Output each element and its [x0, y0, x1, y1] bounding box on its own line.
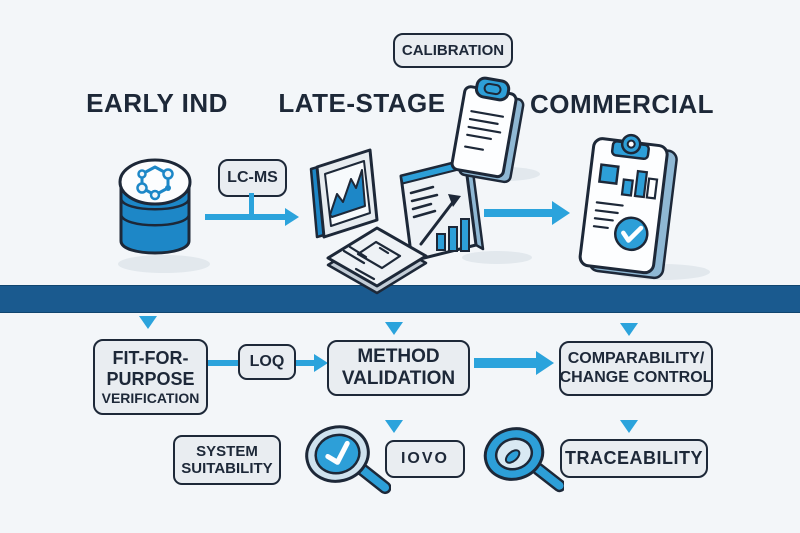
- sample-drum-molecule-icon: [105, 136, 205, 271]
- lcms-label: LC-MS: [227, 168, 278, 186]
- fit-for-purpose-line2: PURPOSE: [106, 368, 195, 389]
- method-validation-line2: VALIDATION: [341, 368, 456, 389]
- lcms-connector-stem: [249, 193, 254, 218]
- connector-ffp-to-loq: [207, 360, 238, 366]
- calibration-label-box: CALIBRATION: [393, 33, 513, 68]
- fit-for-purpose-line1: FIT-FOR-: [112, 348, 189, 369]
- comparability-box: COMPARABILITY/ CHANGE CONTROL: [559, 341, 713, 396]
- magnifier-check-icon: [296, 416, 391, 511]
- comparability-line2: CHANGE CONTROL: [559, 368, 713, 386]
- flat-document-icon: [322, 224, 432, 299]
- arrow-method-to-comparability: [474, 358, 536, 368]
- system-suitability-line2: SUITABILITY: [181, 460, 273, 477]
- comparability-line1: COMPARABILITY/: [567, 350, 705, 368]
- fit-for-purpose-box: FIT-FOR- PURPOSE VERIFICATION: [93, 339, 208, 415]
- method-validation-line1: METHOD: [357, 346, 440, 368]
- traceability-label: TRACEABILITY: [565, 448, 703, 469]
- line-chart-panel-icon: [304, 142, 384, 242]
- system-suitability-line1: SYSTEM: [196, 442, 258, 460]
- arrow-early-to-late: [205, 214, 285, 220]
- magnifier-sample-icon: [474, 418, 564, 508]
- arrow-late-to-commercial: [484, 209, 552, 217]
- stage-heading-commercial: COMMERCIAL: [529, 89, 715, 119]
- iovo-label: IOVO: [400, 449, 449, 467]
- fit-for-purpose-line3: VERIFICATION: [101, 389, 200, 406]
- document-shadow: [462, 251, 532, 264]
- lcms-label-box: LC-MS: [218, 159, 287, 197]
- bar-chart-document-icon: [393, 152, 485, 270]
- stage-heading-late-stage: LATE-STAGE: [278, 88, 446, 118]
- timeline-band: [0, 285, 800, 313]
- drum-shadow: [118, 255, 210, 273]
- iovo-box: IOVO: [385, 440, 465, 478]
- arrow-loq-to-method: [295, 360, 314, 366]
- loq-label: LOQ: [249, 352, 285, 370]
- system-suitability-box: SYSTEM SUITABILITY: [173, 435, 281, 485]
- loq-box: LOQ: [238, 344, 296, 380]
- calibration-clipboard-icon: [446, 76, 528, 188]
- method-validation-box: METHOD VALIDATION: [327, 340, 470, 396]
- calibration-label: CALIBRATION: [401, 41, 505, 59]
- traceability-box: TRACEABILITY: [560, 439, 708, 478]
- commercial-report-clipboard-icon: [572, 132, 680, 290]
- stage-heading-early-ind: EARLY IND: [86, 88, 228, 118]
